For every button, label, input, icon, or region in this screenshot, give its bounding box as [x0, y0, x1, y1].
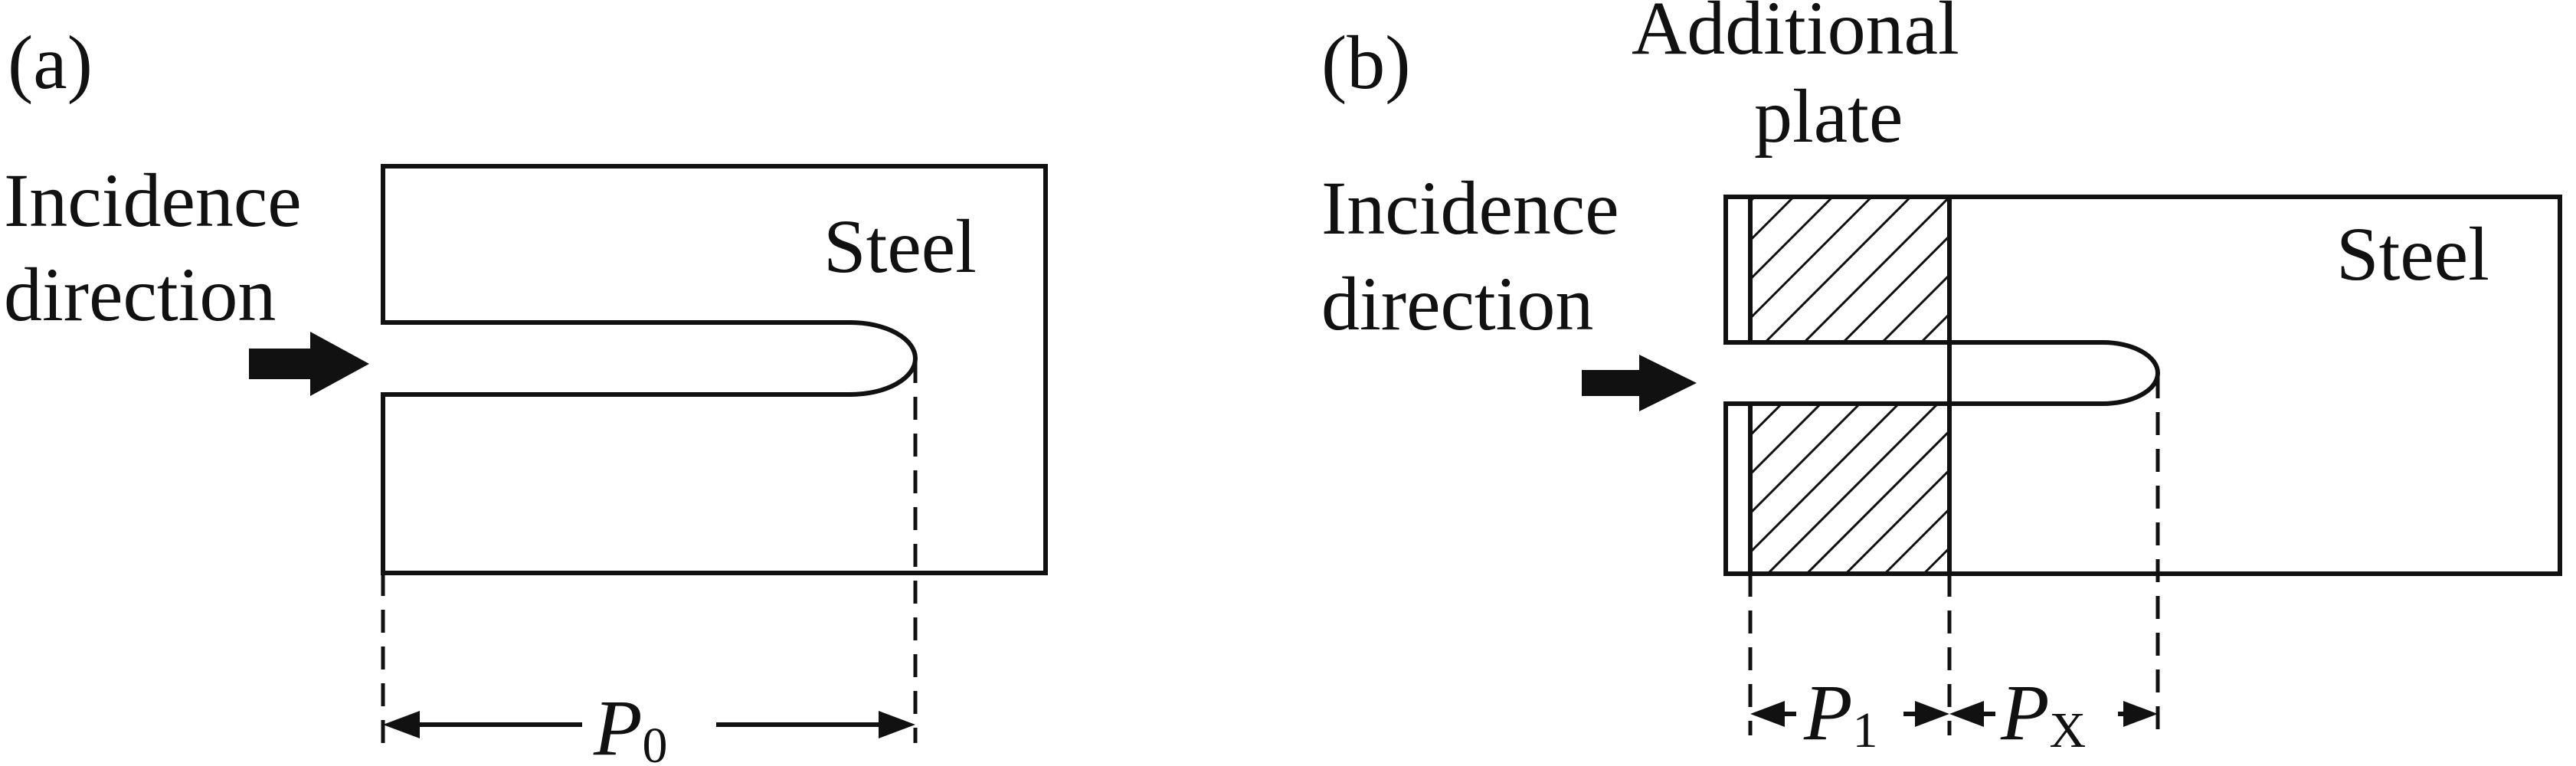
panel-b-tag: (b)	[1321, 20, 1411, 105]
panel-b-incidence-arrow	[1582, 355, 1697, 411]
panel-a-incidence-arrow	[249, 332, 369, 396]
panel-b-plate-line1: Additional	[1632, 0, 1959, 70]
panel-b-additional-plate-lower	[1748, 401, 1952, 576]
panel-a-dim-label: P0	[593, 684, 668, 766]
panel-b-incidence-line1: Incidence	[1321, 165, 1619, 250]
panel-a-tag: (a)	[8, 20, 93, 105]
panel-b-dim2-label-bg	[1995, 666, 2118, 751]
panel-a-dim-symbol: P	[593, 684, 643, 766]
panel-b: (b) Additional plate Incidence direction…	[1321, 0, 2562, 758]
panel-b-dim2-symbol: P	[2000, 669, 2050, 757]
panel-a-steel-label: Steel	[823, 204, 977, 289]
panel-b-dim2-label: PX	[2000, 669, 2086, 758]
panel-b-plate-line2: plate	[1754, 74, 1903, 159]
panel-b-steel-label: Steel	[2336, 211, 2489, 296]
panel-a-dim-subscript: 0	[643, 718, 668, 766]
panel-a-incidence-line2: direction	[4, 252, 276, 337]
panel-a-dim-label-bg	[582, 674, 716, 758]
panel-b-dim1-label: P1	[1803, 669, 1878, 758]
panel-b-dim1-label-bg	[1796, 666, 1903, 751]
panel-b-steel-block	[1723, 195, 2562, 576]
panel-b-additional-plate-upper	[1748, 195, 1952, 345]
panel-b-dim1-symbol: P	[1803, 669, 1853, 757]
panel-b-incidence-line2: direction	[1321, 261, 1593, 346]
panel-b-dim1-subscript: 1	[1853, 702, 1878, 758]
panel-a-incidence-line1: Incidence	[4, 158, 302, 243]
panel-b-dim2-subscript: X	[2050, 702, 2087, 758]
panel-a: (a) Incidence direction Steel P0	[4, 20, 1048, 766]
